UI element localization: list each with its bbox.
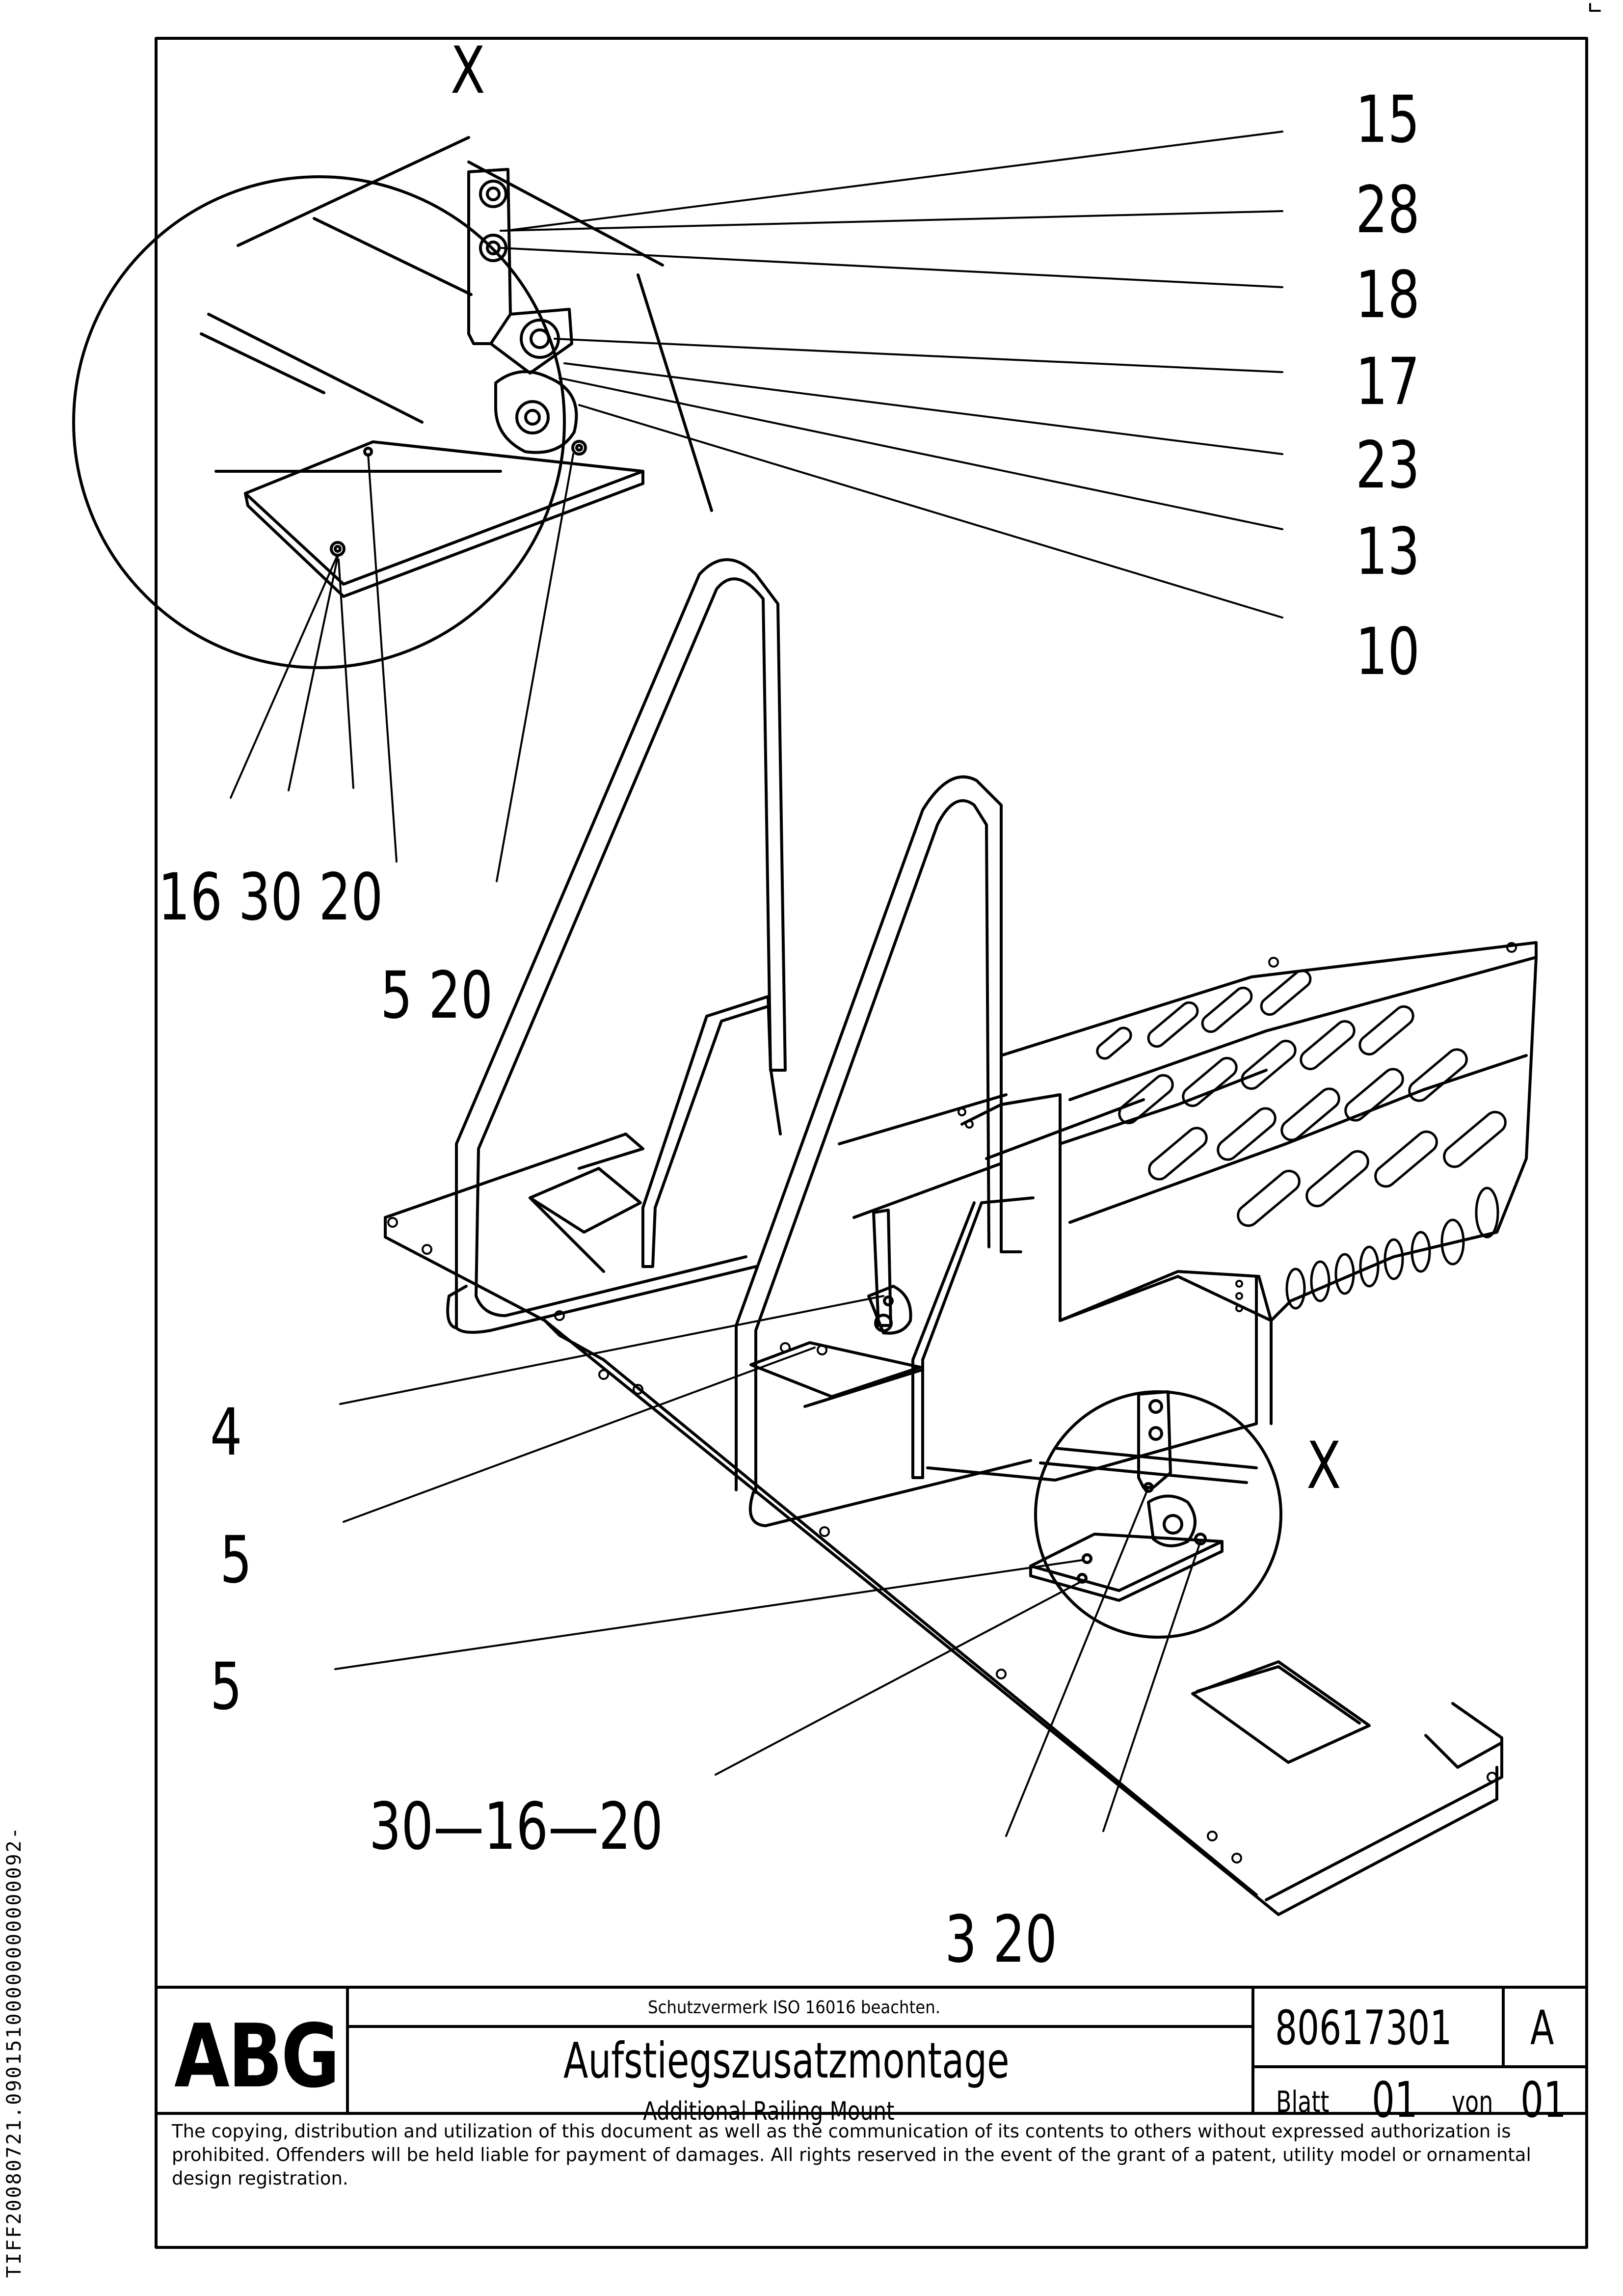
side-identifier: TIFF20080721.09015100000000000092-: [3, 1826, 26, 2278]
callout-4: 4: [210, 1395, 242, 1470]
detail-marker-upper: X: [451, 33, 485, 108]
grating-slots: [1096, 969, 1507, 1227]
callout-5-a: 5: [220, 1522, 252, 1598]
front-face-holes: [1285, 1187, 1499, 1310]
callout-10: 10: [1356, 614, 1420, 690]
revision-letter: A: [1530, 2000, 1554, 2055]
railing-assembly: [384, 558, 1538, 1916]
callout-5-20-upper: 5 20: [380, 958, 493, 1033]
sheet-label: Blatt: [1276, 2085, 1330, 2119]
callout-5-b: 5: [210, 1649, 242, 1725]
company-logo: ABG: [174, 2005, 340, 2107]
title-english: Additional Railing Mount: [643, 2097, 895, 2126]
callout-23: 23: [1356, 428, 1420, 503]
callout-16-30-20: 16 30 20: [158, 860, 383, 935]
of-label: von: [1452, 2085, 1493, 2119]
callout-3-20: 3 20: [945, 1902, 1058, 1977]
protection-note: Schutzvermerk ISO 16016 beachten.: [648, 1998, 941, 2018]
callout-13: 13: [1356, 514, 1420, 590]
detail-circle-upper: [72, 136, 713, 669]
drawing-number: 80617301: [1275, 2000, 1452, 2055]
title-german: Aufstiegszusatzmontage: [563, 2032, 1010, 2089]
fixing-holes: [387, 942, 1517, 1864]
callout-15: 15: [1356, 82, 1420, 158]
callout-30-16-20: 30—16—20: [369, 1789, 663, 1864]
callout-28: 28: [1356, 172, 1420, 248]
drawing-frame: [155, 37, 1588, 2249]
callout-18: 18: [1356, 257, 1420, 333]
leader-lines-lower: [334, 1295, 1201, 1837]
copyright-notice: The copying, distribution and utilizatio…: [172, 2121, 1531, 2189]
total-sheets: 01: [1520, 2071, 1567, 2129]
callout-17: 17: [1356, 344, 1420, 420]
detail-circle-lower: [1029, 1390, 1282, 1639]
detail-marker-lower: X: [1306, 1428, 1341, 1504]
sheet-number: 01: [1372, 2071, 1418, 2129]
leader-lines-upper: [230, 131, 1283, 882]
